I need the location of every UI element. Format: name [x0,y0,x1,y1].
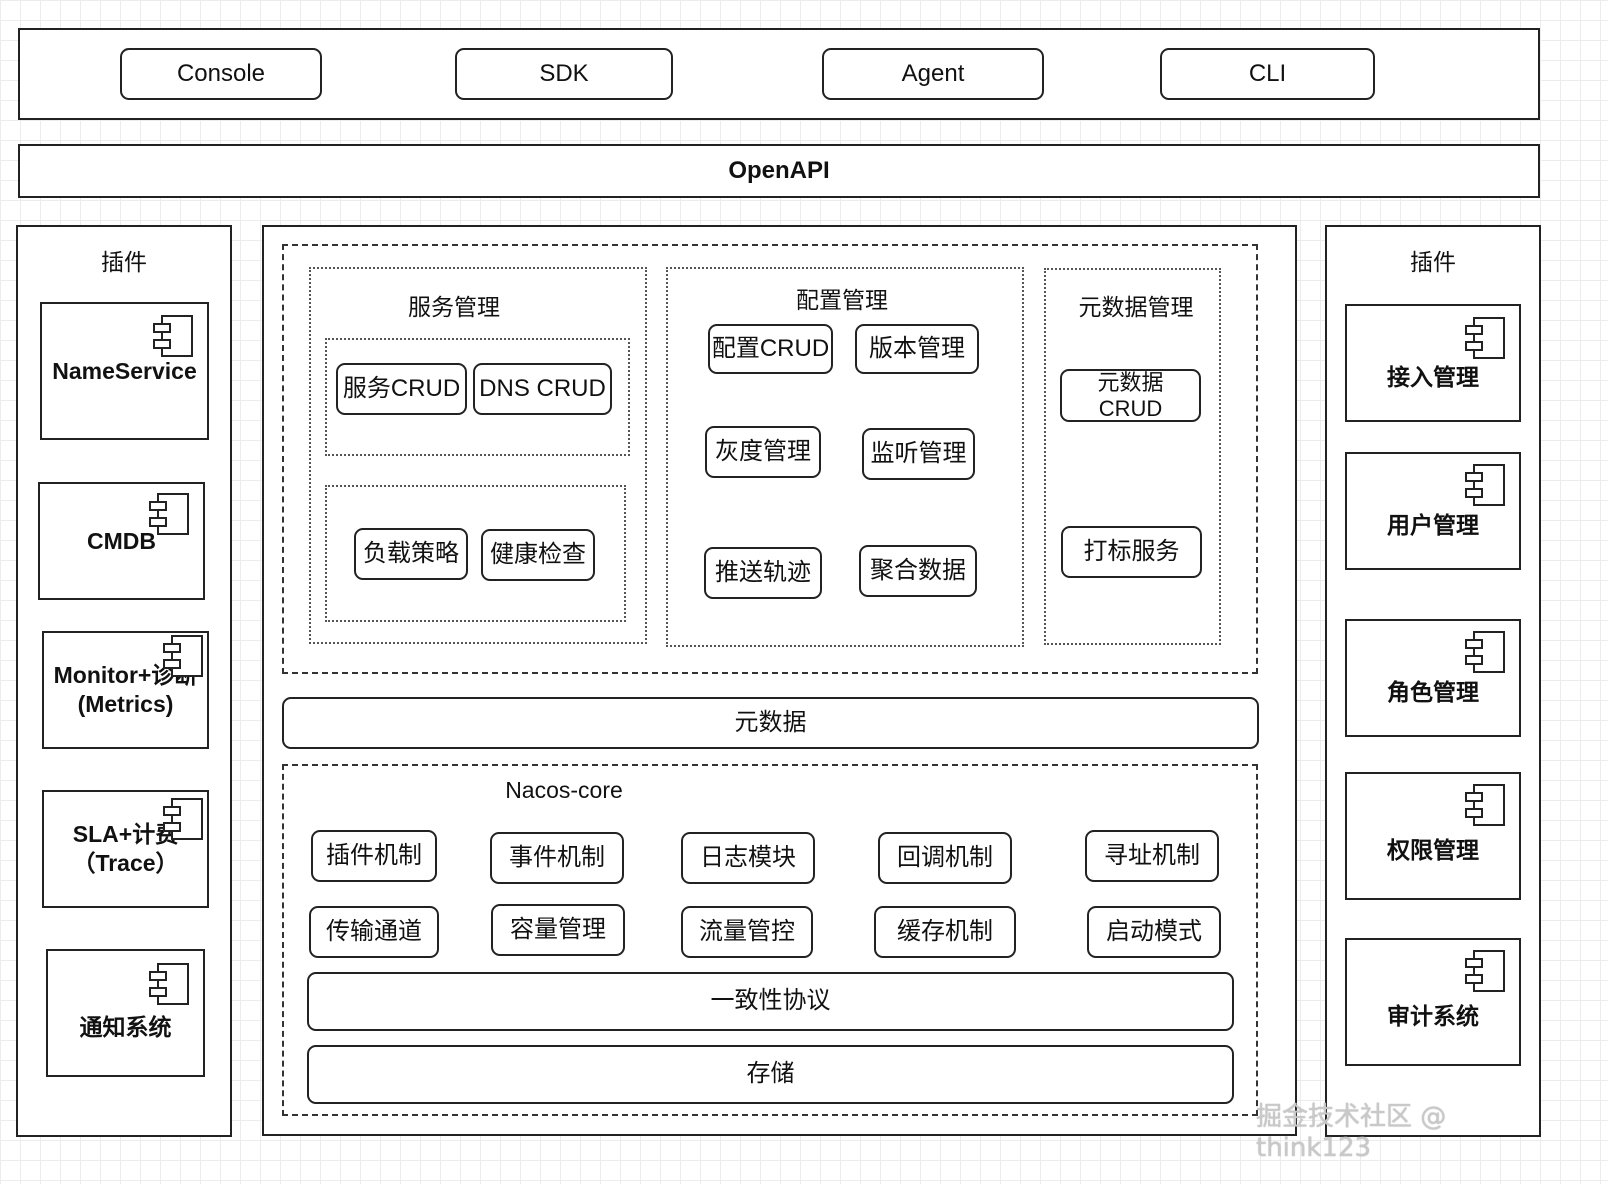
nameservice-label: NameService [52,357,197,384]
cli-client-box: CLI [1160,48,1375,100]
nacos-core-region [282,764,1258,1116]
metadata-mgmt-title: 元数据管理 [1078,294,1194,320]
metadata-crud-box: 元数据 CRUD [1060,369,1201,422]
event-mechanism-box: 事件机制 [490,832,624,884]
addressing-mechanism-box: 寻址机制 [1085,830,1219,882]
component-icon [153,315,193,357]
component-icon [1465,950,1505,992]
management-region [282,244,1258,674]
watermark: 掘金技术社区 @ think123 [1256,1102,1447,1163]
access-mgmt-label: 接入管理 [1387,363,1479,390]
agent-client-box: Agent [822,48,1044,100]
component-icon [163,798,203,840]
right-plugin-title: 插件 [1410,249,1456,275]
config-mgmt-title: 配置管理 [796,287,888,313]
service-mgmt-title: 服务管理 [408,294,500,320]
service-crud-box: 服务CRUD [336,363,467,415]
metadata-bar: 元数据 [282,697,1259,749]
nameservice-component: NameService [40,302,209,440]
config-mgmt-group [666,267,1024,647]
component-icon [1465,784,1505,826]
health-check-box: 健康检查 [481,529,595,581]
permission-mgmt-label: 权限管理 [1387,836,1479,863]
component-icon [1465,464,1505,506]
cmdb-label: CMDB [87,527,156,554]
consistency-protocol-bar: 一致性协议 [307,972,1234,1031]
storage-bar: 存储 [307,1045,1234,1104]
component-icon [149,963,189,1005]
component-icon [1465,317,1505,359]
transport-channel-box: 传输通道 [309,906,439,958]
aggregate-data-box: 聚合数据 [859,545,977,597]
console-client-box: Console [120,48,322,100]
notify-label: 通知系统 [79,1013,172,1040]
sdk-client-box: SDK [455,48,673,100]
metadata-mgmt-group [1044,268,1221,645]
plugin-mechanism-box: 插件机制 [311,830,437,882]
push-trace-box: 推送轨迹 [704,547,822,599]
service-mgmt-group [309,267,647,644]
sla-component: SLA+计费 （Trace） [42,790,209,908]
component-icon [1465,631,1505,673]
nacos-core-title: Nacos-core [505,777,623,803]
log-module-box: 日志模块 [681,832,815,884]
service-crud-subgroup [325,338,630,456]
component-icon [149,493,189,535]
sla-label: SLA+计费 （Trace） [72,821,179,876]
user-mgmt-label: 用户管理 [1387,511,1479,538]
version-mgmt-box: 版本管理 [855,324,979,374]
service-health-subgroup [325,485,626,622]
traffic-control-box: 流量管控 [681,906,813,958]
component-icon [163,635,203,677]
load-strategy-box: 负载策略 [354,528,468,580]
audit-label: 审计系统 [1387,1002,1479,1029]
openapi-bar: OpenAPI [18,144,1540,198]
config-crud-box: 配置CRUD [708,324,833,374]
listener-mgmt-box: 监听管理 [862,428,975,480]
gray-release-box: 灰度管理 [705,426,821,478]
dns-crud-box: DNS CRUD [473,363,612,415]
cache-mechanism-box: 缓存机制 [874,906,1016,958]
startup-mode-box: 启动模式 [1087,906,1221,958]
capacity-mgmt-box: 容量管理 [491,904,625,956]
left-plugin-title: 插件 [101,249,147,275]
role-mgmt-label: 角色管理 [1387,678,1479,705]
tagging-service-box: 打标服务 [1061,526,1202,578]
callback-mechanism-box: 回调机制 [878,832,1012,884]
